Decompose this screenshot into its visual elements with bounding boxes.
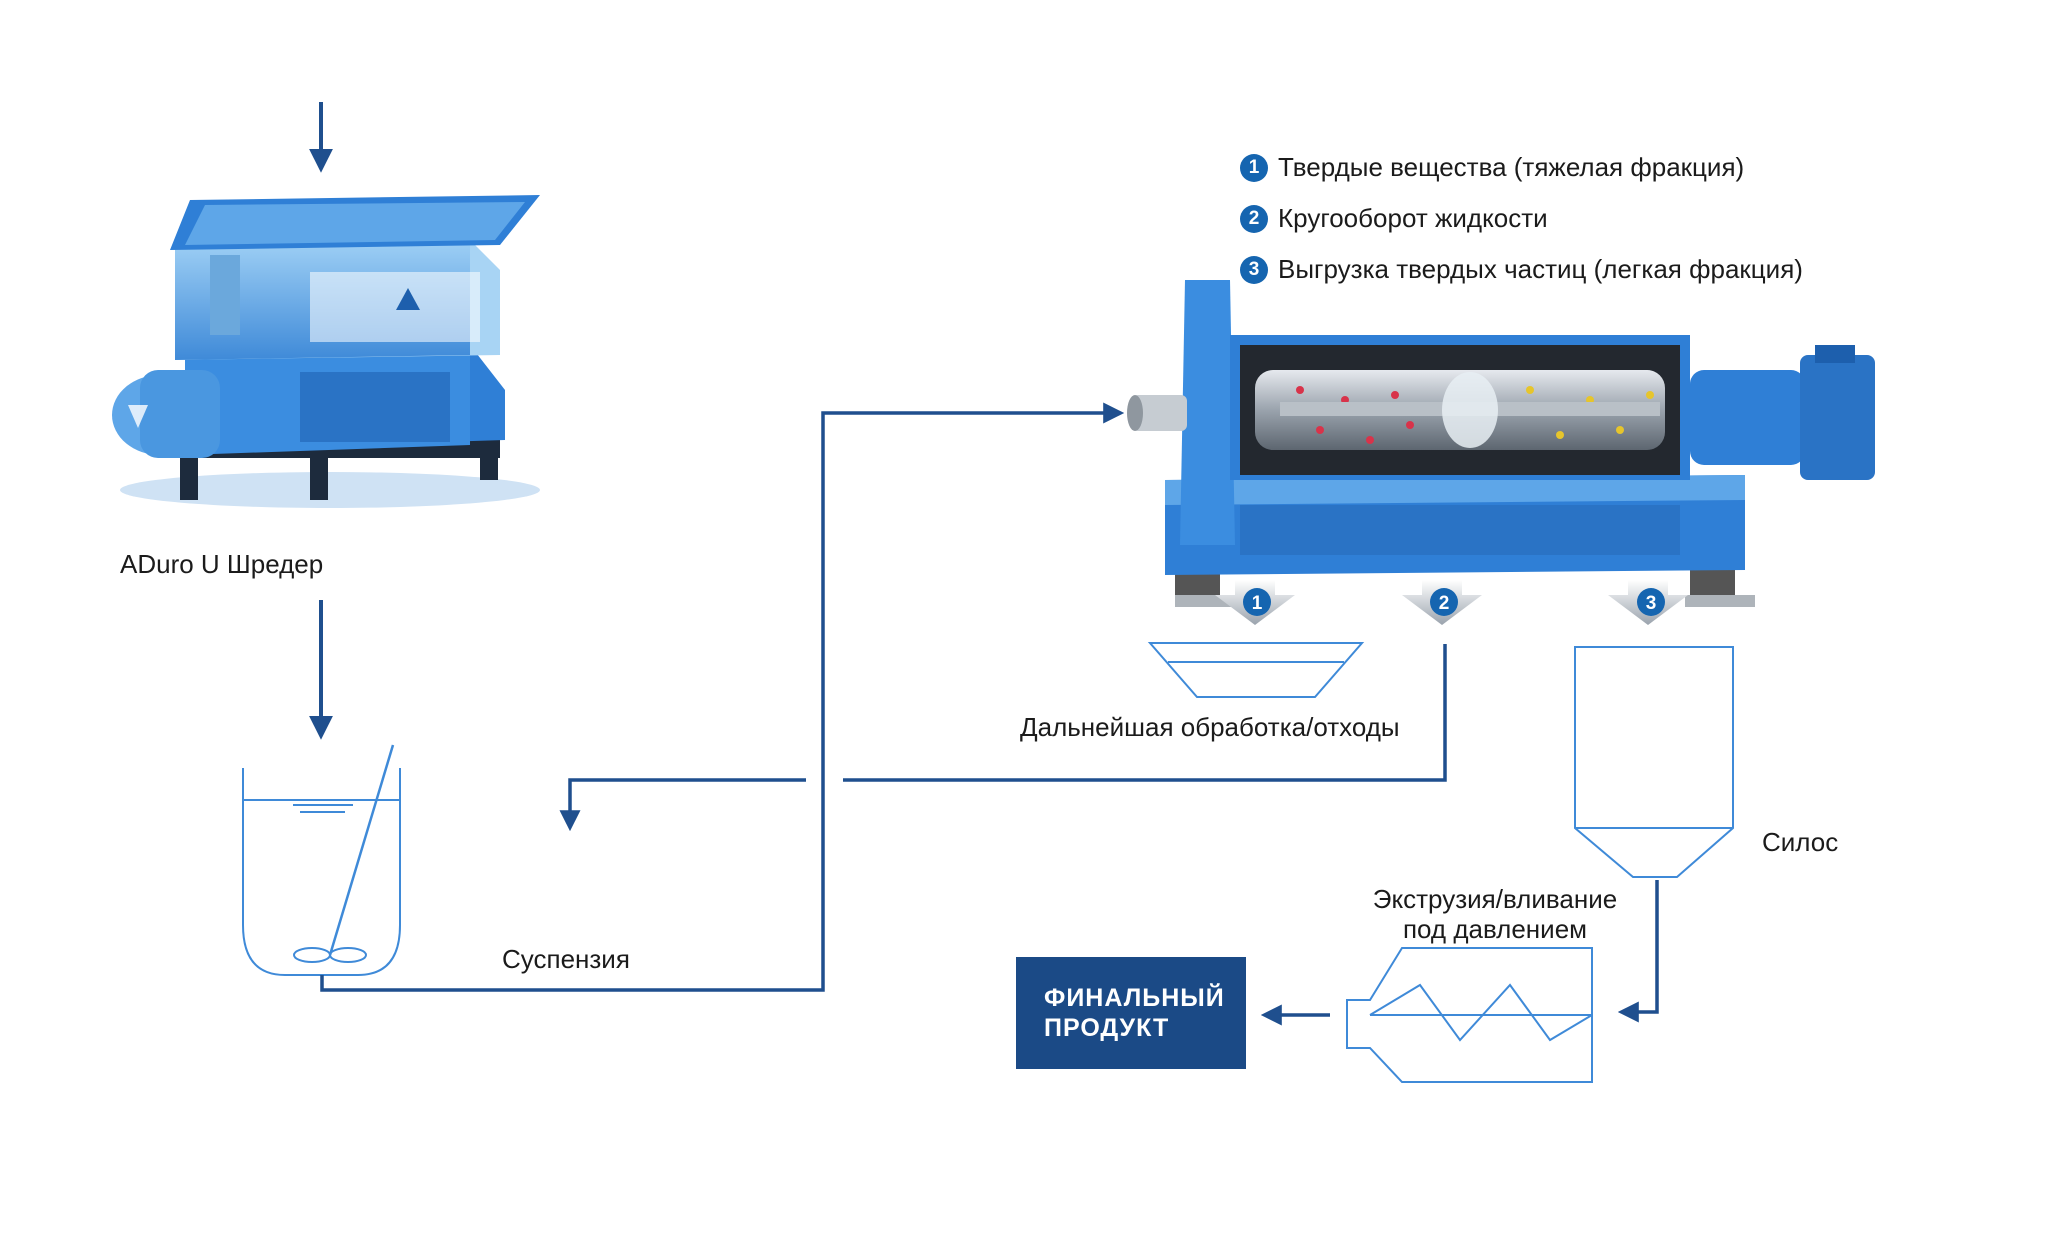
legend-text-2: Кругооборот жидкости: [1278, 203, 1548, 233]
final-product-line2: ПРОДУКТ: [1044, 1014, 1170, 1042]
final-product-box: ФИНАЛЬНЫЙ ПРОДУКТ: [1016, 957, 1246, 1069]
silo-to-extruder-line: [1617, 880, 1659, 1023]
legend-text-1: Твердые вещества (тяжелая фракция): [1278, 152, 1745, 182]
outlet-badge-2: 2: [1430, 588, 1458, 616]
extrusion-label-line2: под давлением: [1402, 914, 1588, 944]
suspension-feed-line: [320, 402, 1125, 992]
further-processing-label: Дальнейшая обработка/отходы: [1020, 712, 1400, 742]
extrusion-label: Экструзия/вливание под давлением: [1350, 884, 1640, 944]
legend-badge-2: 2: [1240, 204, 1268, 233]
outlet-badge-1-label: 1: [1252, 593, 1263, 614]
legend-item-3: 3 Выгрузка твердых частиц (легкая фракци…: [1240, 254, 1803, 285]
outlet-badge-3: 3: [1637, 588, 1665, 616]
extruder: [1346, 947, 1593, 1083]
legend-text-3: Выгрузка твердых частиц (легкая фракция): [1278, 254, 1803, 284]
extrusion-label-line1: Экструзия/вливание: [1372, 884, 1618, 914]
decanter-centrifuge: [1127, 280, 1875, 625]
waste-tray: [1147, 642, 1365, 698]
shredder-machine: [112, 195, 540, 508]
shredder-label: ADuro U Шредер: [120, 549, 324, 579]
outlet-badge-2-label: 2: [1439, 593, 1450, 614]
legend-badge-1: 1: [1240, 153, 1268, 182]
legend-item-1: 1 Твердые вещества (тяжелая фракция): [1240, 152, 1744, 183]
liquid-return-line: [559, 644, 1447, 832]
mixing-tank: [242, 744, 401, 976]
legend-item-2: 2 Кругооборот жидкости: [1240, 203, 1548, 234]
silo: [1574, 646, 1734, 878]
suspension-label: Суспензия: [502, 944, 630, 974]
final-product-line1: ФИНАЛЬНЫЙ: [1044, 984, 1225, 1012]
outlet-badge-1: 1: [1243, 588, 1271, 616]
outlet-badge-3-label: 3: [1646, 593, 1657, 614]
silo-label: Силос: [1762, 827, 1839, 857]
legend-badge-3: 3: [1240, 255, 1268, 284]
